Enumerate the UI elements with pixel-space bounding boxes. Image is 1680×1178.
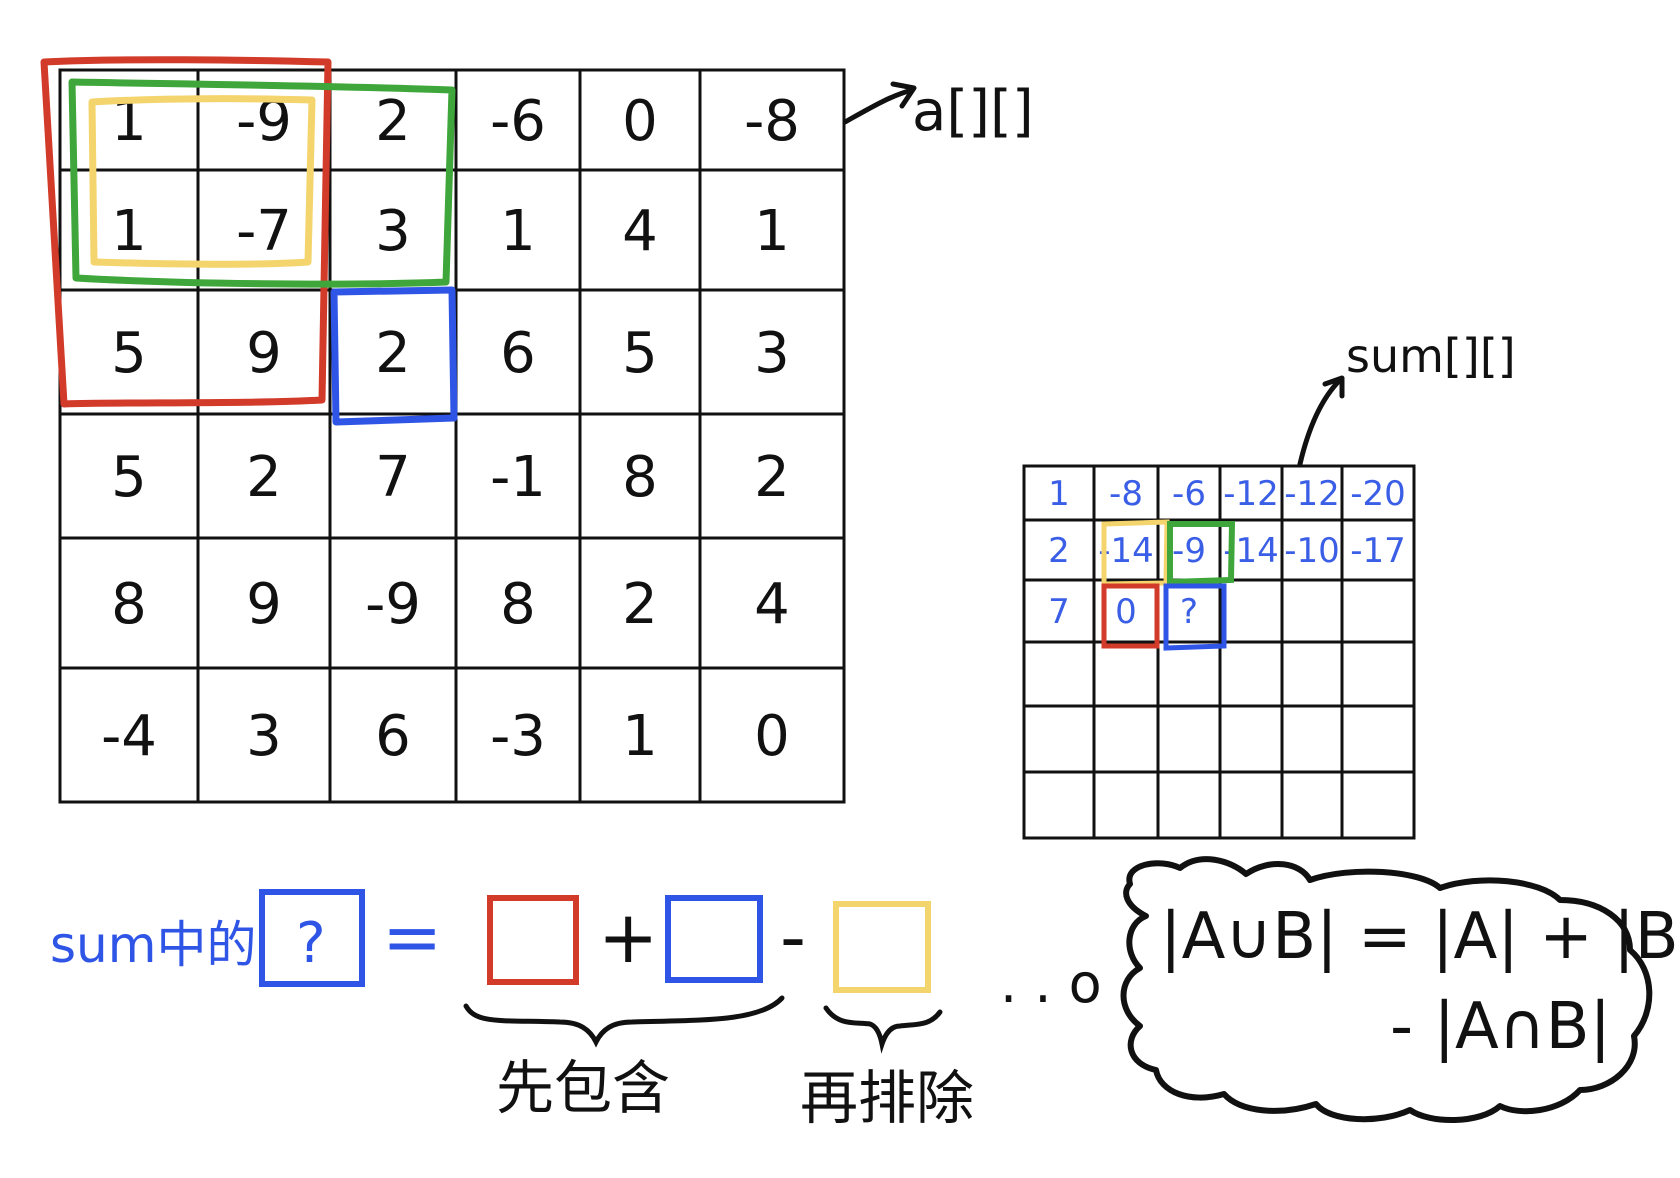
sum-red-box — [1101, 583, 1160, 649]
a-grid-cell: 1 — [111, 199, 147, 264]
sum-grid-cell: -6 — [1172, 474, 1206, 514]
a-grid-cell: 0 — [622, 89, 658, 154]
equation-red-square — [487, 895, 579, 985]
a-grid-cell: 3 — [754, 321, 790, 386]
a-grid-cell: -6 — [490, 89, 546, 154]
a-grid-cell: 8 — [622, 445, 658, 510]
green-box — [68, 78, 456, 288]
a-grid-cell: -9 — [365, 572, 421, 637]
sum-label-arrow — [1297, 375, 1345, 467]
a-grid-cell: 1 — [500, 199, 536, 264]
a-grid-cell: 8 — [500, 572, 536, 637]
sum-blue-box — [1163, 583, 1227, 651]
minus-sign: - — [780, 895, 806, 979]
a-grid-cell: 3 — [246, 704, 282, 769]
red-box — [40, 56, 332, 408]
a-grid-cell: 2 — [375, 89, 411, 154]
sum-grid-cell: -9 — [1172, 531, 1206, 571]
a-grid-cell: 3 — [375, 199, 411, 264]
equation-blue-square-2 — [665, 895, 763, 983]
sum-grid-cell: -17 — [1350, 531, 1406, 571]
a-grid-cell: -3 — [490, 704, 546, 769]
include-label: 先包含 — [496, 1054, 670, 1122]
a-grid-frame — [58, 68, 846, 804]
a-grid-cell: 0 — [754, 704, 790, 769]
sum-grid-cell: 7 — [1048, 592, 1070, 632]
exclude-label: 再排除 — [800, 1064, 974, 1132]
thought-cloud — [1120, 856, 1653, 1124]
sum-grid-cell: -14 — [1098, 531, 1154, 571]
a-grid-cell: 6 — [375, 704, 411, 769]
a-grid-cell: 4 — [754, 572, 790, 637]
a-grid-cell: 2 — [375, 321, 411, 386]
a-grid-cell: -7 — [236, 199, 292, 264]
a-grid-cell: 5 — [111, 321, 147, 386]
sum-grid-cell: -12 — [1223, 474, 1279, 514]
a-grid-cell: -1 — [490, 445, 546, 510]
plus-sign: + — [598, 895, 658, 979]
sum-green-box — [1167, 521, 1236, 586]
exclude-brace — [823, 1005, 943, 1054]
a-grid-cell: 4 — [622, 199, 658, 264]
cloud-line-1: |A∪B| = |A| + |B| — [1160, 900, 1680, 974]
a-grid-cell: 9 — [246, 321, 282, 386]
sum-grid-label: sum[][] — [1346, 329, 1516, 383]
a-grid-cell: 1 — [754, 199, 790, 264]
sum-grid-cell: -12 — [1284, 474, 1340, 514]
sum-grid-cell: -10 — [1284, 531, 1340, 571]
sum-yellow-box — [1101, 519, 1170, 587]
a-grid-cell: 5 — [622, 321, 658, 386]
sum-grid-highlights — [1101, 519, 1236, 651]
a-grid-cell: 2 — [754, 445, 790, 510]
sum-grid-cell: 1 — [1048, 474, 1070, 514]
thought-dots: . . o — [1000, 952, 1102, 1015]
equation-yellow-square — [833, 901, 931, 993]
equation-lhs: sum中的 — [50, 916, 256, 974]
sum-grid-cell: -8 — [1109, 474, 1143, 514]
sum-grid-cell: 2 — [1048, 531, 1070, 571]
a-grid-cell: 2 — [622, 572, 658, 637]
equation-question-mark: ? — [296, 911, 326, 976]
blue-box — [330, 286, 458, 426]
a-grid-label: a[][] — [912, 79, 1034, 144]
a-grid-cell: -4 — [101, 704, 157, 769]
sum-grid-cell: 0 — [1115, 592, 1137, 632]
a-grid-cell: 9 — [246, 572, 282, 637]
sum-grid-cell: -20 — [1350, 474, 1406, 514]
a-grid-cell: 8 — [111, 572, 147, 637]
yellow-box — [88, 95, 316, 268]
sum-grid-cell: ? — [1180, 592, 1198, 632]
include-brace — [463, 995, 785, 1048]
a-grid-cell: 7 — [375, 445, 411, 510]
a-grid-cell: -8 — [744, 89, 800, 154]
a-grid-cell: 1 — [622, 704, 658, 769]
equals-sign: = — [382, 895, 442, 979]
a-grid-highlights — [40, 56, 458, 426]
a-label-arrow — [842, 81, 917, 125]
a-grid-cell: 5 — [111, 445, 147, 510]
cloud-line-2: - |A∩B| — [1390, 990, 1611, 1064]
a-grid-cell: 6 — [500, 321, 536, 386]
equation-blue-square — [259, 889, 365, 987]
a-grid-cell: 2 — [246, 445, 282, 510]
